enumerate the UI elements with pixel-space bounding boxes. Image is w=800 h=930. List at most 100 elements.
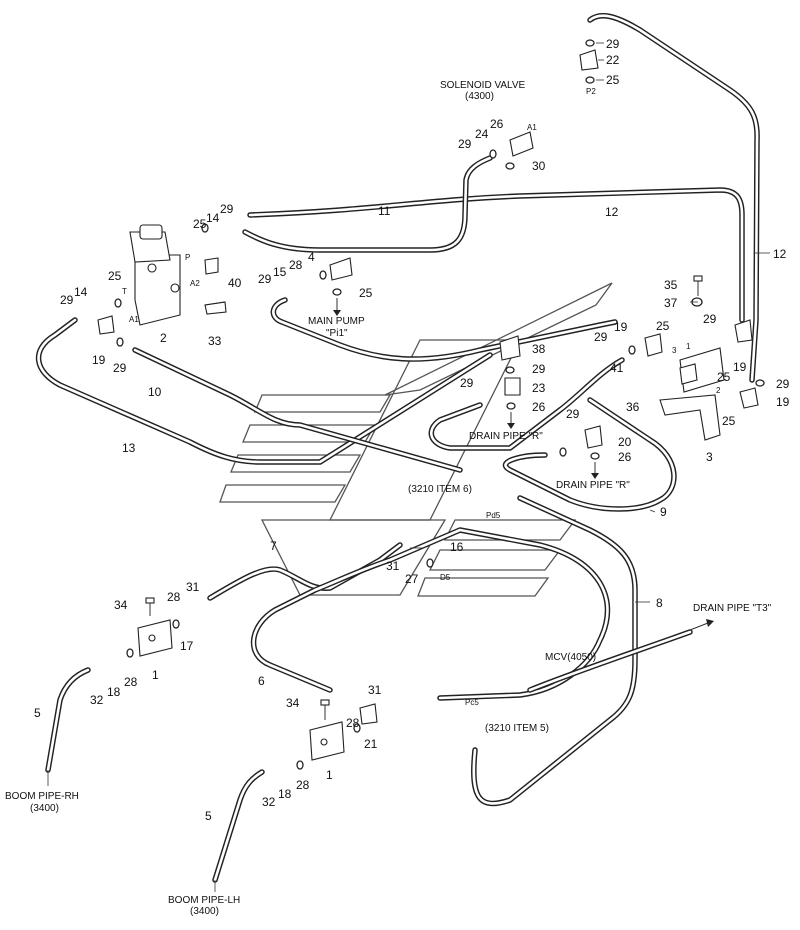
callout-14a: 14 (206, 211, 220, 225)
callout-28a: 28 (289, 258, 303, 272)
port-2: 2 (716, 386, 721, 395)
callout-41: 41 (610, 361, 624, 375)
pipe-10-hose (132, 347, 463, 473)
callout-17: 17 (180, 639, 194, 653)
callout-29j: 29 (594, 330, 608, 344)
port-p2: P2 (586, 87, 596, 96)
callout-18b: 18 (278, 787, 292, 801)
solenoid-valve-code: (4300) (465, 91, 494, 102)
pipes (35, 12, 760, 883)
callout-28c: 28 (124, 675, 138, 689)
callout-11: 11 (378, 204, 391, 218)
labels: SOLENOID VALVE (4300) MAIN PUMP "Pi1" DR… (5, 80, 772, 917)
callout-37: 37 (664, 296, 678, 310)
port-pd5: Pd5 (486, 511, 501, 520)
callout-5b: 5 (205, 809, 212, 823)
callout-31c: 31 (368, 683, 382, 697)
boom-pipe-lh-code: (3400) (190, 906, 219, 917)
drain-pipe-r-label-2: DRAIN PIPE "R" (556, 480, 630, 491)
pipe-main-pump (270, 297, 618, 362)
callout-28b: 28 (167, 590, 181, 604)
callout-21: 21 (364, 737, 378, 751)
callout-18a: 18 (107, 685, 121, 699)
boom-pipe-rh-label: BOOM PIPE-RH (5, 791, 79, 802)
callout-7: 7 (270, 539, 277, 553)
callout-36: 36 (626, 400, 640, 414)
callout-29c: 29 (220, 202, 234, 216)
callout-30: 30 (532, 159, 546, 173)
solenoid-valve-block (129, 224, 181, 326)
callout-15: 15 (273, 265, 287, 279)
o-rings (114, 39, 765, 770)
main-pump-label: MAIN PUMP (308, 316, 365, 327)
callout-25d: 25 (359, 286, 373, 300)
port-pc5: Pc5 (465, 698, 479, 707)
port-d5: D5 (440, 573, 451, 582)
callout-29f: 29 (258, 272, 272, 286)
item5-label: (3210 ITEM 5) (485, 723, 549, 734)
callout-35: 35 (664, 278, 678, 292)
callout-19b: 19 (614, 320, 628, 334)
boom-pipe-lh-label: BOOM PIPE-LH (168, 895, 240, 906)
callout-10: 10 (148, 385, 162, 399)
callout-31b: 31 (186, 580, 200, 594)
pipe-drain-t3 (527, 629, 693, 693)
callout-25c: 25 (108, 269, 122, 283)
callout-16: 16 (450, 540, 464, 554)
pipe-11-hose (242, 155, 493, 253)
watermark-logo (219, 282, 613, 597)
callout-27: 27 (405, 572, 419, 586)
callout-6: 6 (258, 674, 265, 688)
callout-40: 40 (228, 276, 242, 290)
mcv-label: MCV(4050) (545, 652, 596, 663)
drain-pipe-r-label-1: DRAIN PIPE "R" (469, 431, 543, 442)
callout-19d: 19 (776, 395, 790, 409)
callout-2: 2 (160, 331, 167, 345)
callout-29d: 29 (60, 293, 74, 307)
callout-26a: 26 (490, 117, 504, 131)
callout-34a: 34 (114, 598, 128, 612)
callout-28d: 28 (346, 716, 360, 730)
callout-29g: 29 (532, 362, 546, 376)
pipe-8-hose (471, 495, 638, 807)
port-a1: A1 (129, 315, 139, 324)
port-labels: P2 A1 P T A2 A1 Pd5 D5 Pc5 1 2 3 (122, 87, 721, 707)
callout-numbers: 29 22 25 26 24 29 30 11 12 12 25 14 29 2… (34, 37, 790, 823)
item6-label: (3210 ITEM 6) (408, 484, 472, 495)
pipe-drain-loop (428, 357, 625, 451)
callout-19c: 19 (733, 360, 747, 374)
callout-29e: 29 (113, 361, 127, 375)
callout-19a: 19 (92, 353, 106, 367)
port-a1-top: A1 (527, 123, 537, 132)
bolts (145, 275, 703, 720)
pipe-5-boom-rh (45, 667, 91, 773)
callout-29i: 29 (703, 312, 717, 326)
callout-12b: 12 (773, 247, 787, 261)
callout-20: 20 (618, 435, 632, 449)
callout-29l: 29 (566, 407, 580, 421)
callout-22: 22 (606, 53, 620, 67)
callout-34b: 34 (286, 696, 300, 710)
callout-13: 13 (122, 441, 136, 455)
pipe-13-hose (35, 317, 493, 465)
callout-12a: 12 (605, 205, 619, 219)
pipe-9-hose (502, 397, 677, 512)
callout-28e: 28 (296, 778, 310, 792)
callout-1b: 1 (326, 768, 333, 782)
arrows (333, 298, 714, 631)
port-a2: A2 (190, 279, 200, 288)
callout-23: 23 (532, 381, 546, 395)
pipe-12-hose (587, 12, 760, 383)
callout-8: 8 (656, 596, 663, 610)
callout-3: 3 (706, 450, 713, 464)
callout-25g: 25 (722, 414, 736, 428)
pipe-12b-hose (247, 187, 745, 323)
callout-25e: 25 (656, 319, 670, 333)
callout-31a: 31 (386, 559, 400, 573)
callout-29b: 29 (458, 137, 472, 151)
block-item-1-upper (137, 619, 173, 657)
callout-32b: 32 (262, 795, 276, 809)
callout-38: 38 (532, 342, 546, 356)
callout-29h: 29 (460, 376, 474, 390)
